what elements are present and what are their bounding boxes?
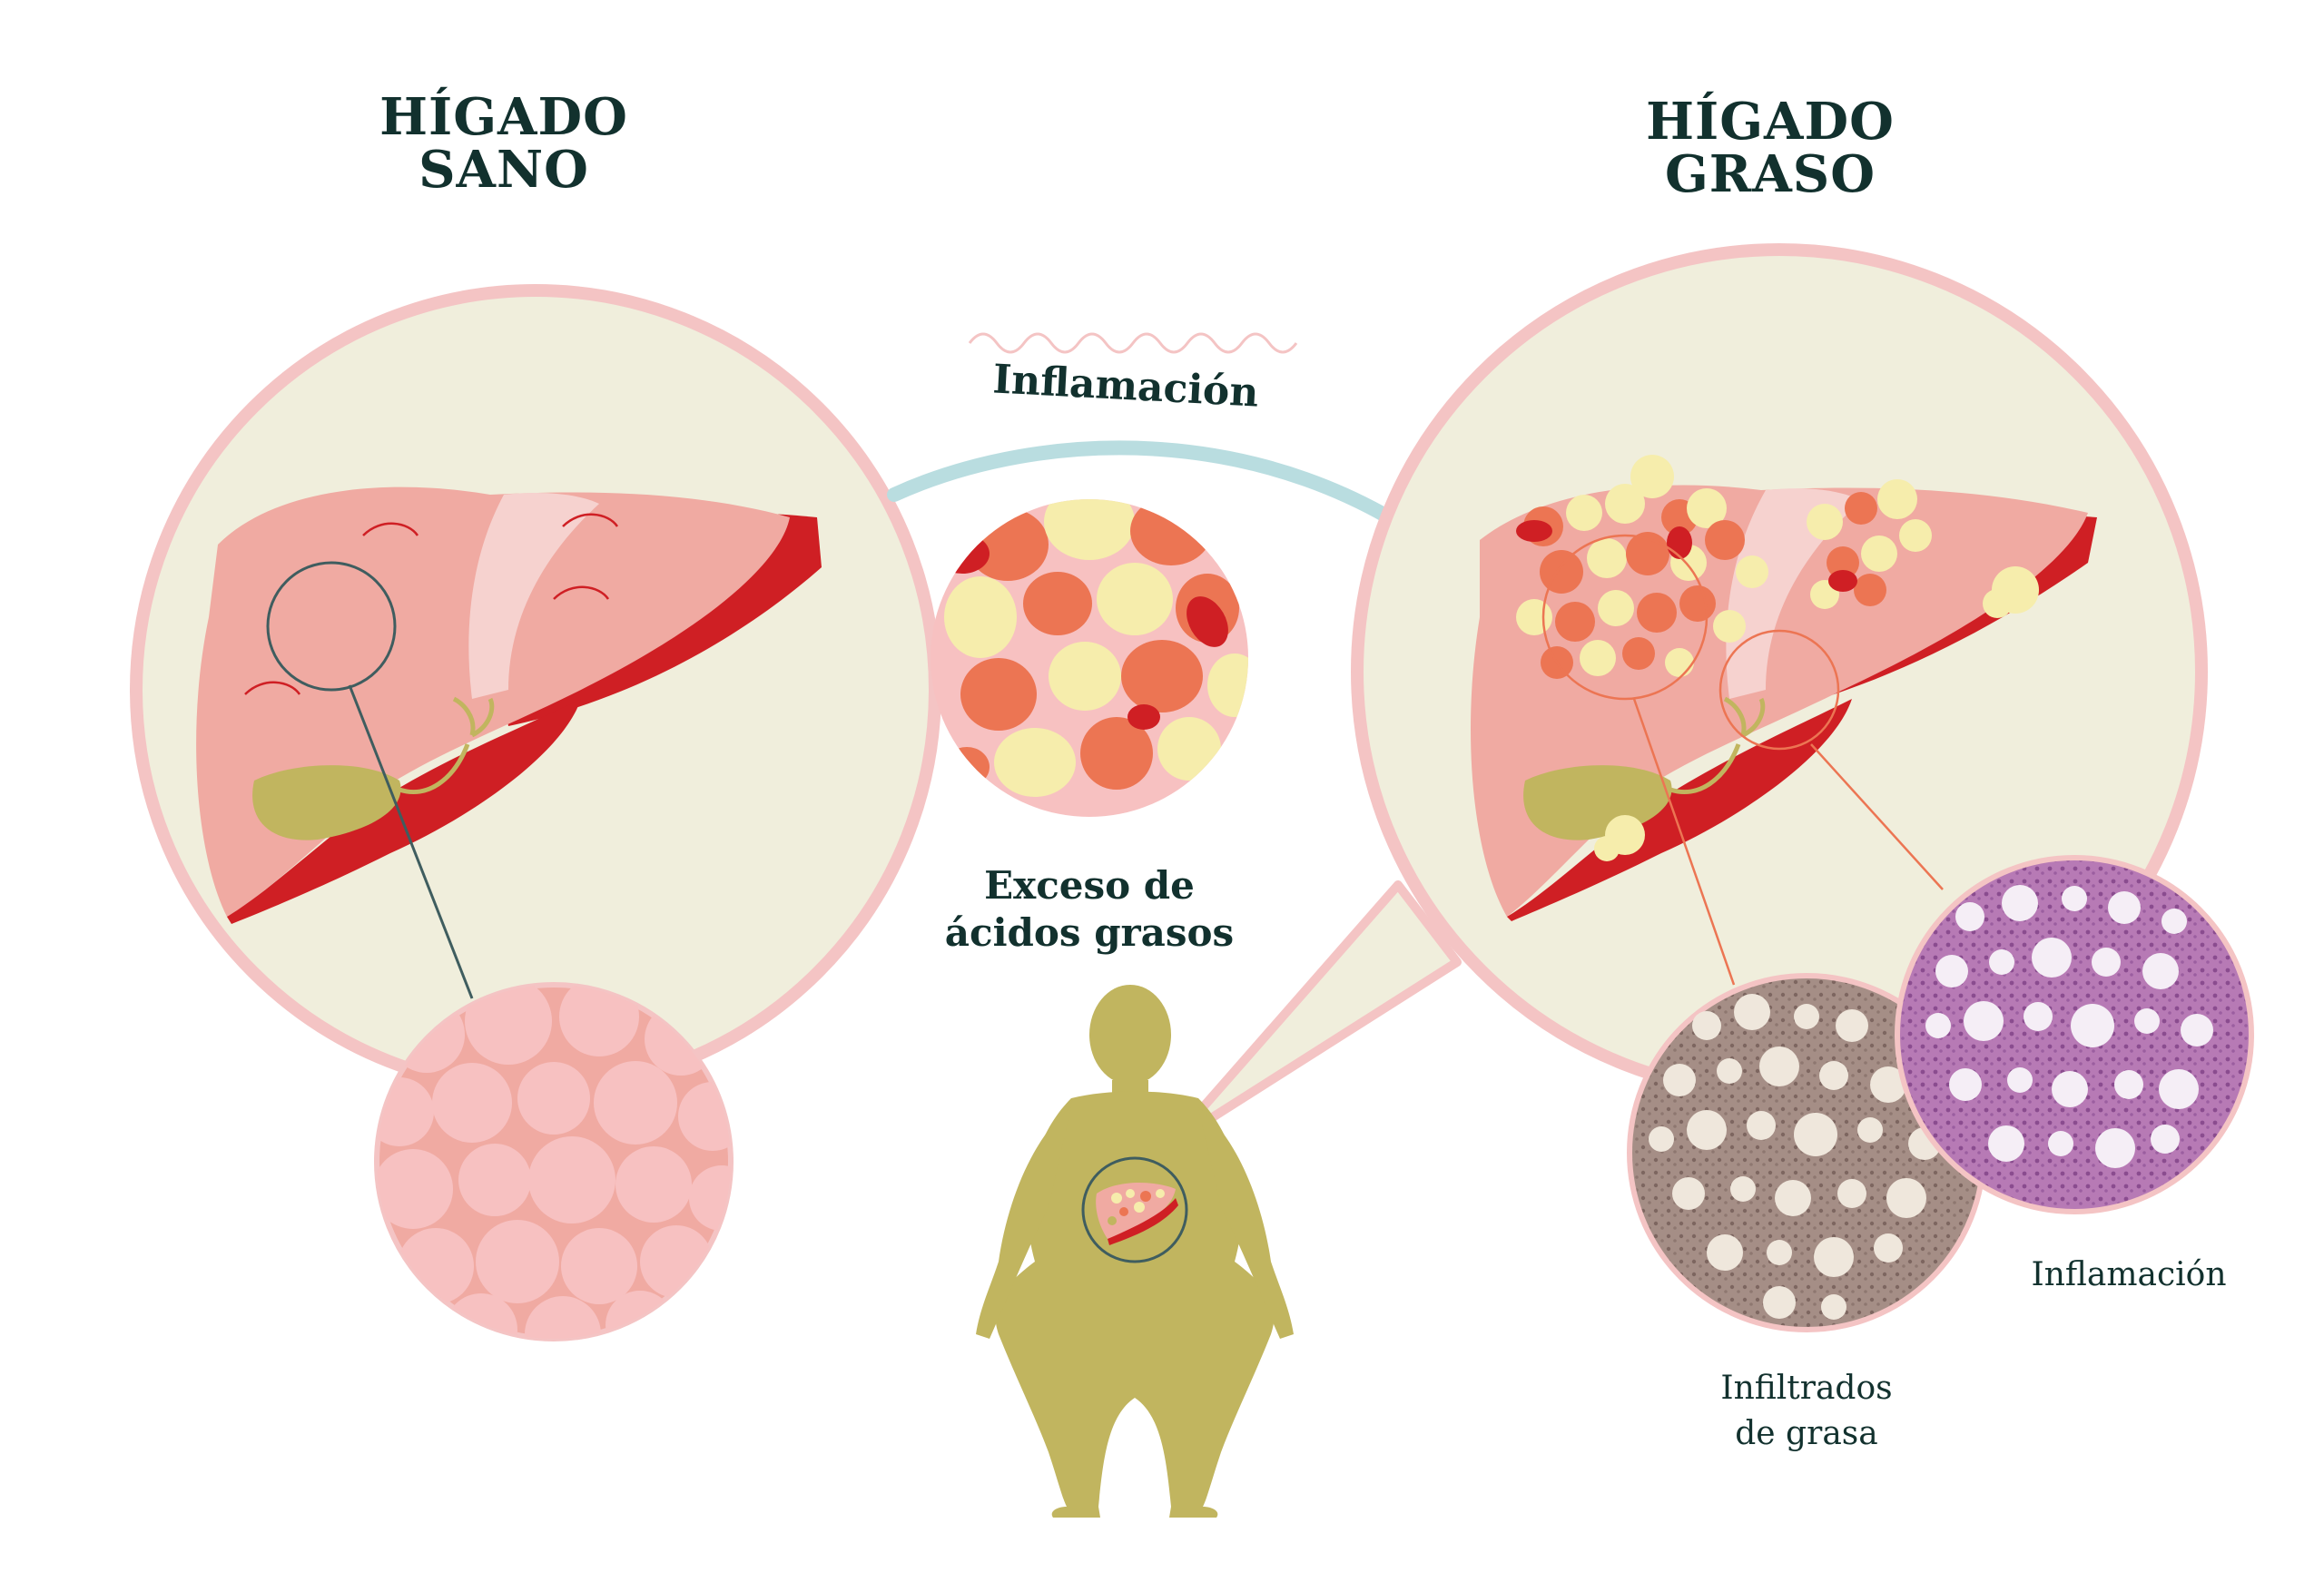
healthy-liver-title: HÍGADO SANO [354, 91, 654, 196]
healthy-title-line1: HÍGADO [379, 87, 628, 147]
fat-infiltrates-micrograph [1627, 973, 1986, 1332]
fatty-magnifier-line-b [1810, 743, 1944, 890]
healthy-bile-duct [399, 696, 495, 795]
fatty-acids-circle [931, 499, 1248, 817]
fat-infiltrates-label-line1: Infiltrados [1720, 1370, 1893, 1407]
fatty-acids-caption: Exceso de ácidos grasos [926, 862, 1253, 957]
fatty-title-line1: HÍGADO [1646, 92, 1895, 152]
fatty-magnifier-ring-b [1718, 629, 1840, 751]
inflammation-micrograph [1895, 855, 2254, 1214]
fat-infiltrates-label: Infiltrados de grasa [1666, 1366, 1947, 1457]
fatty-magnifier-ring-a [1541, 534, 1709, 701]
fatty-liver-title: HÍGADO GRASO [1620, 95, 1920, 201]
healthy-magnifier-line [348, 684, 474, 999]
inflammation-micro-label: Inflamación [2031, 1256, 2227, 1293]
fat-deposits [1516, 455, 2039, 861]
fatty-liver-ligament [1726, 488, 1861, 699]
healthy-gallbladder [252, 765, 401, 840]
healthy-magnifier-ring [266, 561, 397, 692]
fat-infiltrates-label-line2: de grasa [1735, 1415, 1878, 1452]
healthy-liver-panel [130, 284, 941, 1096]
healthy-title-line2: SANO [419, 140, 589, 200]
healthy-liver-lower-edge [227, 699, 581, 924]
body-liver-ring [1081, 1156, 1188, 1263]
fatty-acids-caption-line2: ácidos grasos [944, 910, 1235, 955]
fatty-bile-duct [1669, 696, 1766, 795]
fatty-liver-lower-edge [1507, 699, 1852, 921]
fatty-title-line2: GRASO [1664, 144, 1876, 204]
body-silhouette [976, 985, 1294, 1518]
healthy-vessels [244, 513, 619, 695]
healthy-liver-ligament [468, 493, 599, 699]
bubble-tail [1167, 880, 1462, 1148]
wavy-decoration [968, 332, 1298, 354]
fatty-magnifier-line-a [1632, 698, 1736, 986]
fatty-acids-caption-line1: Exceso de [984, 863, 1195, 908]
